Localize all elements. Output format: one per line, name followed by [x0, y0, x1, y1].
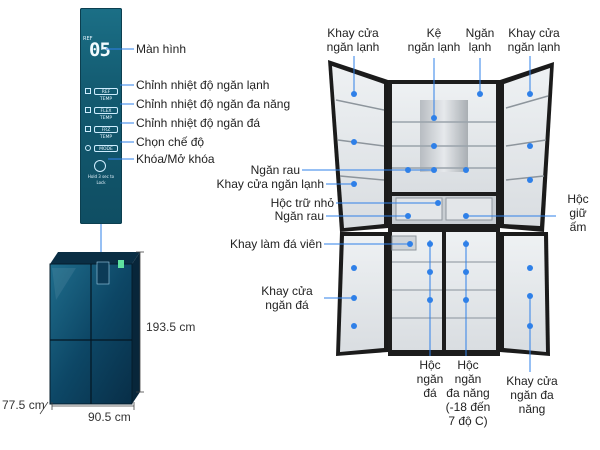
open-fridge	[328, 60, 554, 356]
label-door-tray-left-top: Khay cửa ngăn lạnh	[326, 26, 380, 54]
label-ice-tray: Khay làm đá viên	[229, 237, 322, 251]
marker-dots	[351, 91, 533, 329]
height-dimension: 193.5 cm	[146, 320, 196, 334]
flex-icon	[85, 107, 91, 113]
label-flex-temp: Chỉnh nhiệt độ ngăn đa năng	[136, 97, 291, 111]
fridge-icon	[85, 88, 91, 94]
panel-leaders	[100, 48, 134, 260]
label-veg-tray-2: Ngăn rau	[274, 209, 324, 223]
flex-temp-button[interactable]: FLEX TEMP	[94, 107, 118, 121]
ref-temp-button[interactable]: REF TEMP	[94, 88, 118, 102]
label-freezer-drawer: Hộc ngăn đá	[416, 358, 444, 400]
freezer-icon	[85, 126, 91, 132]
closed-fridge	[49, 252, 140, 405]
label-door-tray-right-top: Khay cửa ngăn lạnh	[507, 26, 561, 54]
label-small-drawer: Hộc trữ nhỏ	[270, 196, 334, 210]
panel-ref-tag: REF	[83, 36, 93, 42]
label-door-tray-left-mid: Khay cửa ngăn lạnh	[216, 177, 324, 191]
depth-dimension: 77.5 cm	[2, 398, 45, 412]
label-flex-door-tray: Khay cửa ngăn đa năng	[506, 374, 558, 416]
label-lock: Khóa/Mở khóa	[136, 152, 215, 166]
label-frz-temp: Chỉnh nhiệt độ ngăn đá	[136, 116, 261, 130]
temperature-display: 05	[89, 39, 111, 61]
label-mode: Chọn chế độ	[136, 135, 205, 149]
mode-button[interactable]: MODE	[94, 145, 118, 152]
frz-temp-button[interactable]: FRZ TEMP	[94, 126, 118, 140]
label-display: Màn hình	[136, 42, 187, 56]
width-dimension: 90.5 cm	[88, 410, 131, 424]
label-warm-drawer: Hộc giữ ấm	[567, 192, 589, 234]
label-ref-temp: Chỉnh nhiệt độ ngăn lạnh	[136, 78, 270, 92]
label-veg-tray-1: Ngăn rau	[250, 163, 300, 177]
label-fridge-shelf: Kệ ngăn lạnh	[407, 26, 461, 54]
mode-icon	[85, 145, 91, 151]
label-fridge-compartment: Ngăn lạnh	[465, 26, 495, 54]
control-panel: REF 05 REF TEMP FLEX TEMP FRZ TEMP MODE …	[80, 8, 122, 224]
label-freezer-door-tray: Khay cửa ngăn đá	[261, 284, 313, 312]
label-flex-drawer: Hộc ngăn đa năng (-18 đến 7 độ C)	[445, 358, 491, 428]
lock-button[interactable]	[94, 160, 106, 172]
dimension-lines	[39, 251, 144, 415]
lock-caption: Hold 3 sec to Lock	[87, 174, 115, 185]
